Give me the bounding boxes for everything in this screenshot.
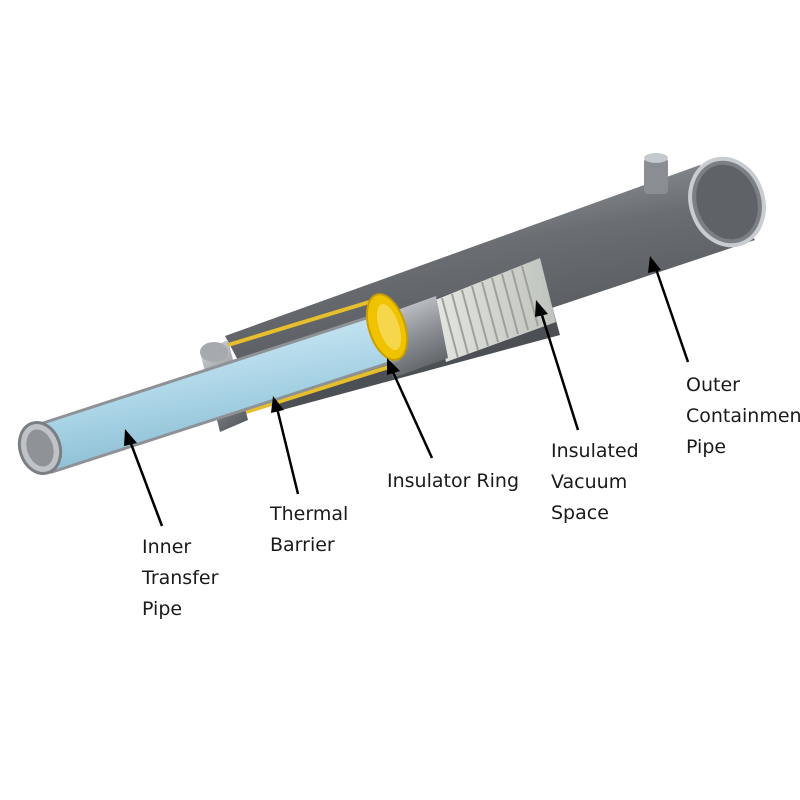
- inner-pipe-line-1: Inner: [142, 536, 192, 558]
- vacuum-line-1: Insulated: [551, 440, 639, 462]
- inner-pipe-arrowhead: [124, 429, 137, 446]
- thermal-barrier-label: Thermal Barrier: [270, 499, 348, 561]
- insulated-vacuum-space-label: Insulated Vacuum Space: [551, 436, 639, 529]
- outer-pipe-leader: [653, 265, 690, 363]
- inner-pipe-line-2: Transfer: [142, 567, 219, 589]
- thermal-barrier-shape: [227, 298, 393, 414]
- inner-transfer-pipe-shape: [17, 310, 400, 475]
- outer-pipe-arrowhead: [648, 256, 661, 273]
- insulator-ring-leader: [390, 369, 434, 459]
- thermal-barrier-arrowhead: [271, 396, 284, 413]
- outer-pipe-line-1: Outer: [686, 374, 740, 396]
- insulator-ring-label: Insulator Ring: [387, 466, 519, 497]
- vacuum-space-leader: [539, 311, 580, 431]
- insulator-ring-line-1: Insulator Ring: [387, 470, 520, 492]
- leader-lines: [124, 256, 690, 527]
- bellows-shape: [430, 258, 556, 362]
- thermal-barrier-line-1: Thermal: [270, 503, 349, 525]
- outer-containment-pipe-label: Outer Containment Pipe: [686, 370, 800, 463]
- inner-pipe-line-3: Pipe: [142, 598, 183, 620]
- thermal-barrier-line-2: Barrier: [270, 534, 335, 556]
- inner-transfer-pipe-label: Inner Transfer Pipe: [142, 532, 218, 625]
- inner-pipe-leader: [128, 440, 164, 527]
- vacuum-line-2: Vacuum: [551, 471, 628, 493]
- vacuum-space-arrowhead: [535, 300, 548, 317]
- thermal-barrier-leader: [275, 407, 300, 495]
- outer-pipe-line-2: Containment: [686, 405, 800, 427]
- insulator-ring-arrowhead: [387, 358, 400, 375]
- insulator-ring-shape: [365, 293, 409, 361]
- vacuum-line-3: Space: [551, 502, 609, 524]
- outer-pipe-line-3: Pipe: [686, 436, 727, 458]
